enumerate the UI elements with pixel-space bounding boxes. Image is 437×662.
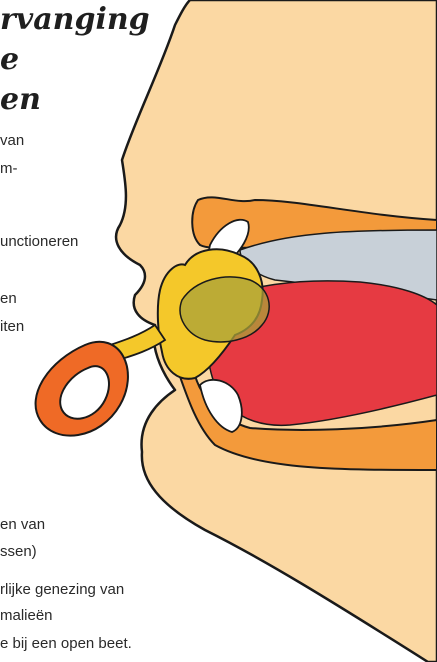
body-line-9: malieën bbox=[0, 607, 53, 625]
body-line-3: unctioneren bbox=[0, 233, 78, 251]
pacifier-ring bbox=[36, 342, 128, 436]
body-line-7: ssen) bbox=[0, 543, 37, 561]
body-line-2: m- bbox=[0, 160, 18, 178]
body-line-4: en bbox=[0, 290, 17, 308]
body-line-8: rlijke genezing van bbox=[0, 581, 124, 599]
body-line-10: e bij een open beet. bbox=[0, 635, 132, 653]
title-line-2: e bbox=[0, 42, 19, 78]
body-line-5: iten bbox=[0, 318, 24, 336]
title-line-1: rvanging bbox=[0, 2, 150, 38]
title-line-3: en bbox=[0, 82, 41, 118]
body-line-1: van bbox=[0, 132, 24, 150]
body-line-6: en van bbox=[0, 516, 45, 534]
